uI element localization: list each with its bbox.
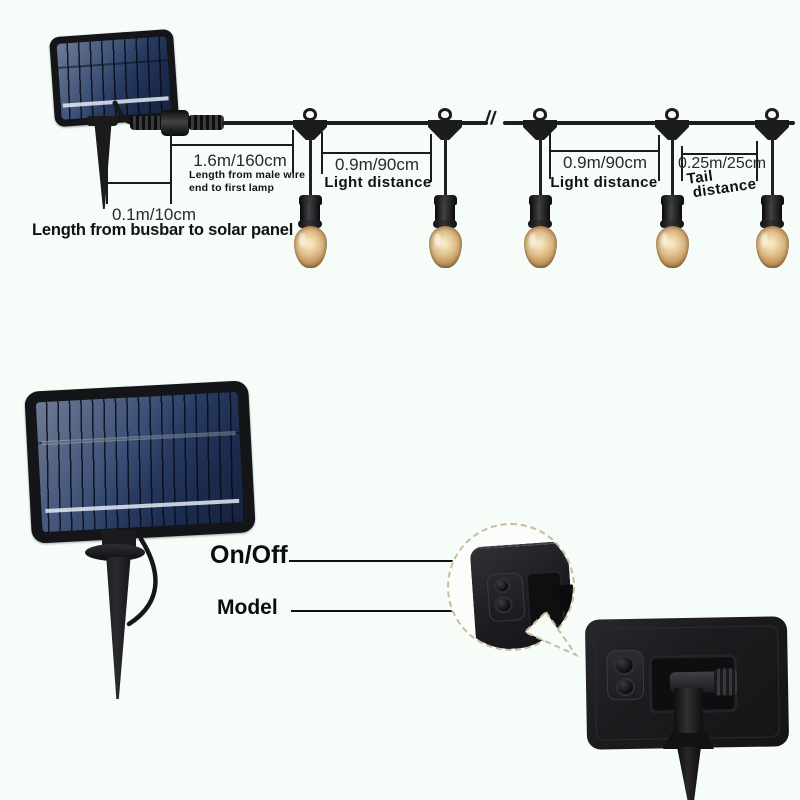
hanger-loop-icon: [765, 108, 779, 121]
socket: [762, 204, 782, 222]
female-connector: [188, 115, 224, 130]
model-leader-line: [291, 610, 478, 612]
t-connector: [655, 120, 689, 140]
socket: [530, 204, 550, 222]
dim-tick: [170, 129, 172, 204]
busbar-line: [41, 430, 236, 446]
solar-cells: [35, 391, 245, 533]
connector-coupling: [161, 110, 189, 136]
dim-value: 1.6m/160cm: [193, 151, 287, 170]
socket: [760, 195, 784, 205]
hanger-loop-icon: [665, 108, 679, 121]
hanger-loop-icon: [303, 108, 317, 121]
dim-tick: [681, 146, 683, 181]
dim-value: 0.9m/90cm: [562, 153, 648, 172]
busbar-line: [45, 498, 240, 513]
dim-line: [171, 144, 293, 146]
socket: [433, 195, 457, 205]
t-connector: [428, 120, 462, 140]
solar-panel-large: [24, 380, 256, 544]
model-label: Model: [217, 596, 278, 619]
dim-line: [107, 182, 171, 184]
bulb-glass: [755, 226, 789, 268]
socket: [300, 204, 320, 222]
hanger-loop-icon: [438, 108, 452, 121]
t-connector: [523, 120, 557, 140]
dim-tick: [292, 130, 294, 173]
drop-cord: [308, 138, 312, 198]
zoom-detail-circle: [447, 523, 575, 651]
socket: [298, 195, 322, 205]
socket: [660, 195, 684, 205]
dim-label: Light distance: [550, 174, 658, 191]
string-wire-segment-2: [503, 121, 795, 125]
dim-tick: [430, 134, 432, 182]
wire-break-symbol: //: [483, 107, 498, 130]
pole-flare: [663, 733, 714, 749]
t-connector: [755, 120, 789, 140]
dim-tick: [658, 135, 660, 181]
dim-label-line: end to first lamp: [189, 181, 275, 194]
dim-label: Length from busbar to solar panel: [32, 221, 294, 239]
bulb-glass: [523, 226, 557, 268]
stake-collar: [86, 116, 118, 126]
dim-value: 0.25m/25cm: [678, 155, 767, 172]
socket: [662, 204, 682, 222]
dim-tick: [549, 129, 551, 179]
dim-label: Length from male wire end to first lamp: [189, 169, 319, 194]
string-wire-segment-1: [222, 121, 488, 125]
bulb-glass: [293, 226, 327, 268]
dim-tick: [756, 141, 758, 181]
socket: [528, 220, 552, 228]
socket: [660, 220, 684, 228]
socket: [528, 195, 552, 205]
t-connector: [293, 120, 327, 140]
stake-collar: [85, 544, 145, 561]
dim-line: [322, 152, 430, 154]
hanger-loop-icon: [533, 108, 547, 121]
bulb-glass: [655, 226, 689, 268]
cable-nut: [713, 668, 738, 696]
dim-value: 0.9m/90cm: [334, 155, 420, 174]
drop-cord: [670, 138, 674, 198]
drop-cord: [443, 138, 447, 198]
socket: [298, 220, 322, 228]
male-connector: [130, 116, 164, 130]
mount-pole: [674, 688, 703, 740]
socket: [433, 220, 457, 228]
dim-line: [682, 153, 756, 155]
socket: [760, 220, 784, 228]
dim-line: [550, 150, 658, 152]
onoff-label: On/Off: [210, 541, 288, 569]
onoff-leader-line: [289, 560, 477, 562]
panel-back-detail: [469, 540, 573, 649]
socket: [435, 204, 455, 222]
dim-value: 0.1m/10cm: [111, 205, 197, 224]
dim-label: Light distance: [324, 174, 432, 191]
dim-tick: [106, 157, 108, 204]
drop-cord: [770, 138, 774, 198]
dim-label-line: Length from male wire: [189, 169, 306, 181]
cable-connector: [558, 584, 573, 612]
bulb-glass: [428, 226, 462, 268]
drop-cord: [538, 138, 542, 198]
